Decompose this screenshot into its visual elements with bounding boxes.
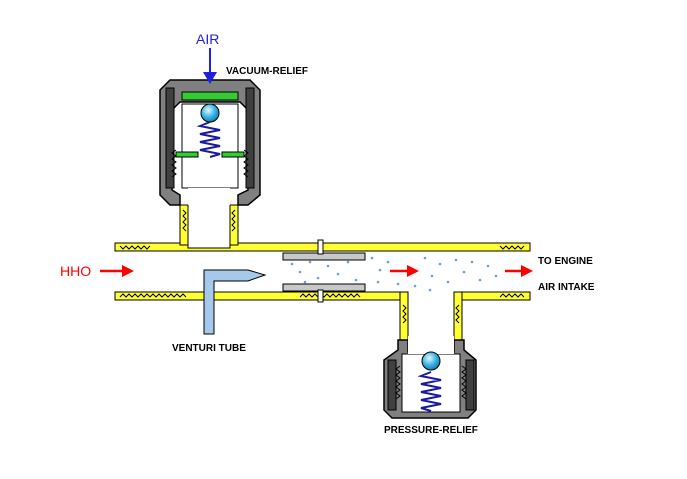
main-pipe-bottom-wall-left [114,291,401,301]
pressure-relief-label: PRESSURE-RELIEF [384,425,478,436]
up-branch-left-wall [179,204,189,246]
down-branch [399,291,463,341]
pipe-coupler [282,239,366,303]
vacuum-relief-label: VACUUM-RELIEF [226,66,308,77]
air-label: AIR [196,31,219,47]
venturi-tube [203,269,267,335]
venturi-tube-body [203,269,267,335]
to-engine-label: TO ENGINE [538,256,593,267]
air-inlet-arrow [203,48,217,84]
pressure-valve-spring [417,371,442,412]
pressure-valve-ball [421,351,441,371]
coupler-pin-bottom [317,289,324,303]
hho-inlet-arrow [100,265,134,277]
pipe-threads [119,245,525,298]
hho-label: HHO [60,263,91,279]
hho-bubbles [290,256,498,292]
flow-arrow-outlet [505,265,533,277]
up-branch-right-wall [229,204,239,246]
flow-arrow-middle [390,265,419,277]
venturi-tube-label: VENTURI TUBE [172,343,246,354]
vacuum-valve-seat-left [175,151,199,158]
pressure-relief-valve [383,336,477,419]
coupler-pin-top [317,239,324,255]
coupler-top [282,252,366,261]
vacuum-valve-ball [200,103,220,123]
vacuum-valve-spring [196,121,221,158]
vacuum-valve-top-seat [181,91,239,101]
vacuum-valve-seat-right [221,151,245,158]
main-pipe [114,242,531,301]
air-intake-label: AIR INTAKE [538,282,595,293]
coupler-bottom [282,283,366,292]
main-pipe-bottom-wall-right [461,291,531,301]
up-branch [179,204,239,246]
vacuum-relief-valve [159,79,261,206]
pressure-valve-neck [408,336,454,354]
